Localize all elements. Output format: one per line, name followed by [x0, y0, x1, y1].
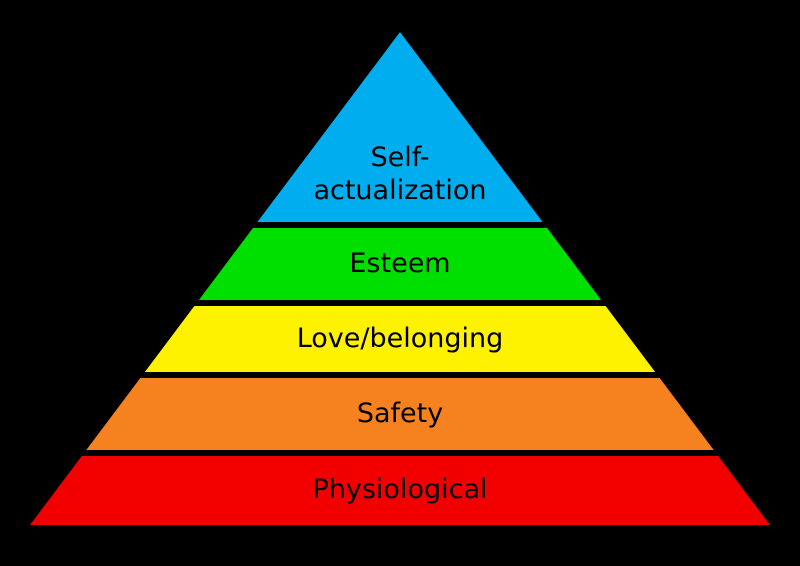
pyramid-level-esteem: Esteem [30, 228, 770, 300]
pyramid-level-label: Physiological [312, 474, 488, 506]
needs-pyramid: Self- actualization Esteem Love/belongin… [30, 32, 770, 525]
pyramid-level-self-actualization: Self- actualization [30, 32, 770, 222]
pyramid-level-label: Self- actualization [313, 142, 487, 207]
pyramid-level-safety: Safety [30, 378, 770, 450]
pyramid-level-label: Love/belonging [296, 322, 504, 354]
pyramid-level-love-belonging: Love/belonging [30, 306, 770, 372]
pyramid-level-label: Esteem [349, 247, 451, 279]
pyramid-level-label: Safety [356, 397, 444, 429]
pyramid-level-physiological: Physiological [30, 456, 770, 525]
